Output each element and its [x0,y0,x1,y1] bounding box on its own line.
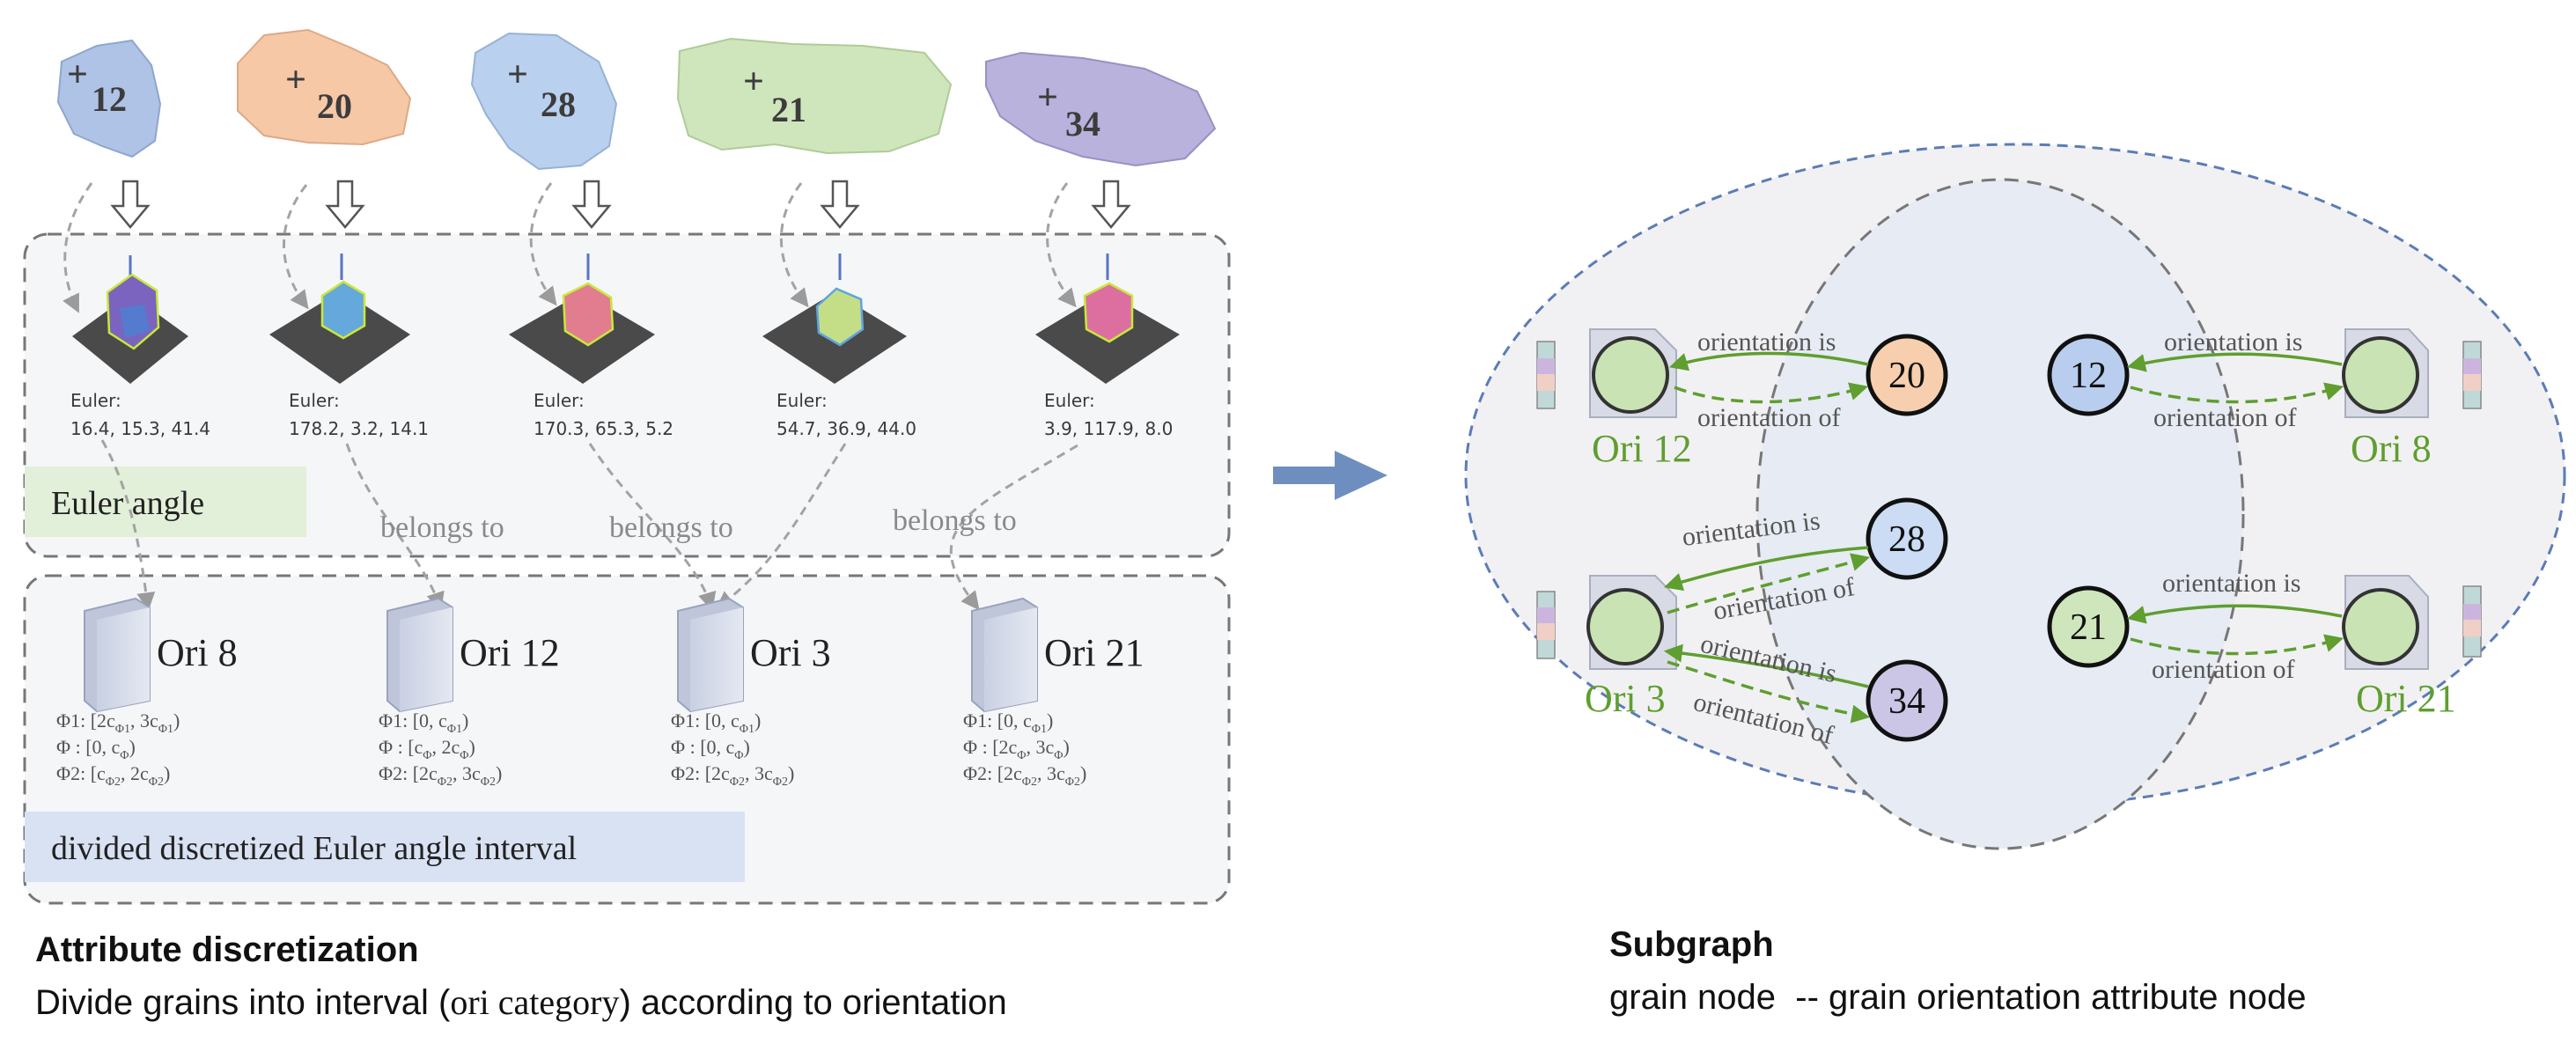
grain-label-2: 28 [541,85,576,124]
grain-node-28: 28 [1866,497,1948,580]
down-arrow-icon [571,180,612,229]
interval-phi-2: Φ : [0, cΦ) [671,736,750,762]
euler-values-3: 54.7, 36.9, 44.0 [776,418,916,439]
interval-label-bg [25,812,745,882]
edge-label-of-4: orientation of [2152,655,2294,684]
interval-label: divided discretized Euler angle interval [51,830,577,867]
grain-plus-4: + [1037,77,1058,118]
subgraph-edges [1663,351,2344,724]
edge-label-of-0: orientation of [1697,403,1840,432]
euler-values-4: 3.9, 117.9, 8.0 [1044,418,1173,439]
grain-to-cube-arrows [63,182,1077,313]
interval-phi-3: Φ : [2cΦ, 3cΦ) [963,736,1070,762]
belongs-to-label-0: belongs to [380,511,504,544]
grain-node-label-12: 12 [2070,356,2107,396]
euler-angle-label-bg [25,467,306,537]
ori-node-label-3: Ori 3 [1585,677,1666,720]
grain-node-12: 12 [2047,334,2130,416]
ori-bin-icon-2 [677,597,744,713]
euler-cube-2 [509,254,655,384]
interval-phi1-3: Φ1: [0, cΦ1) [963,709,1053,736]
right-caption-title: Subgraph [1609,925,1774,964]
hollow-arrows [110,180,1131,229]
grain-node-21: 21 [2047,585,2130,668]
interval-phi1-2: Φ1: [0, cΦ1) [671,709,761,736]
ori-bin-icon-0 [84,597,151,713]
grain-plus-2: + [507,55,528,95]
left-caption-title: Attribute discretization [35,930,419,969]
edge-label-is-1: orientation is [2164,327,2302,357]
down-arrow-icon [820,180,860,229]
grain-label-0: 12 [92,79,127,119]
grain-node-label-28: 28 [1888,519,1925,560]
grain-plus-1: + [285,60,306,100]
down-arrow-icon [1091,180,1131,229]
ori-node-label-21: Ori 21 [2356,677,2456,720]
grain-blob-34 [985,51,1217,167]
grain-blob-21 [676,37,953,155]
ori-bin-name-3: Ori 21 [1044,631,1144,674]
euler-cube-4 [1035,254,1180,384]
grain-label-1: 20 [317,86,352,126]
down-arrow-icon [325,180,365,229]
interval-phi-1: Φ : [cΦ, 2cΦ) [379,736,475,762]
grain-node-label-20: 20 [1888,356,1925,396]
euler-title-0: Euler: [70,390,121,411]
euler-values-2: 170.3, 65.3, 5.2 [534,418,673,439]
ori-bin-name-1: Ori 12 [460,631,560,674]
grain-node-label-21: 21 [2070,607,2107,648]
belongs-to-label-1: belongs to [609,511,733,544]
ori-node-8 [2342,328,2482,418]
right-caption-body: grain node -- grain orientation attribut… [1609,978,2307,1017]
ori-bin-name-2: Ori 3 [750,631,831,674]
grain-blob-28 [470,32,618,171]
euler-values-0: 16.4, 15.3, 41.4 [70,418,210,439]
ori-bin-icon-1 [386,597,453,713]
interval-phi1-1: Φ1: [0, cΦ1) [379,709,468,736]
ori-bin-name-0: Ori 8 [157,631,238,674]
ori-bin-icon-3 [971,597,1038,713]
euler-title-3: Euler: [776,390,828,411]
euler-title-2: Euler: [534,390,585,411]
interval-phi2-1: Φ2: [2cΦ2, 3cΦ2) [379,762,502,789]
edge-label-of-1: orientation of [2153,403,2296,432]
interval-phi2-2: Φ2: [2cΦ2, 3cΦ2) [671,762,794,789]
euler-values-1: 178.2, 3.2, 14.1 [289,418,429,439]
euler-title-4: Euler: [1044,390,1095,411]
grain-node-20: 20 [1866,334,1948,416]
ori-node-12 [1536,328,1677,418]
left-caption-body: Divide grains into interval (ori categor… [35,982,1007,1022]
grain-node-34: 34 [1866,659,1948,742]
interval-phi2-3: Φ2: [2cΦ2, 3cΦ2) [963,762,1086,789]
grain-plus-0: + [67,55,88,95]
belongs-to-label-2: belongs to [893,504,1017,537]
grain-label-4: 34 [1065,104,1100,143]
grain-label-3: 21 [771,90,806,129]
grain-blob-12 [56,39,162,158]
grain-plus-3: + [743,62,764,102]
interval-phi-0: Φ : [0, cΦ) [56,736,136,762]
euler-cube-0 [72,255,188,384]
edge-label-is-4: orientation is [2162,569,2300,598]
down-arrow-icon [110,180,151,229]
edge-label-is-0: orientation is [1697,327,1836,357]
ori-node-21 [2342,575,2482,670]
interval-phi1-0: Φ1: [2cΦ1, 3cΦ1) [56,709,180,736]
euler-title-1: Euler: [289,390,340,411]
transition-arrow [1273,451,1387,500]
grain-node-label-34: 34 [1888,681,1925,722]
interval-phi2-0: Φ2: [cΦ2, 2cΦ2) [56,762,170,789]
grain-blob-20 [237,28,412,146]
ori-node-label-8: Ori 8 [2351,427,2432,470]
euler-cube-3 [762,254,907,384]
euler-cube-1 [269,254,410,384]
subgraph-inner-ellipse [1755,178,2245,850]
ori-node-3 [1536,575,1677,670]
belongs-to-arrows [100,439,1078,612]
ori-node-label-12: Ori 12 [1592,427,1692,470]
